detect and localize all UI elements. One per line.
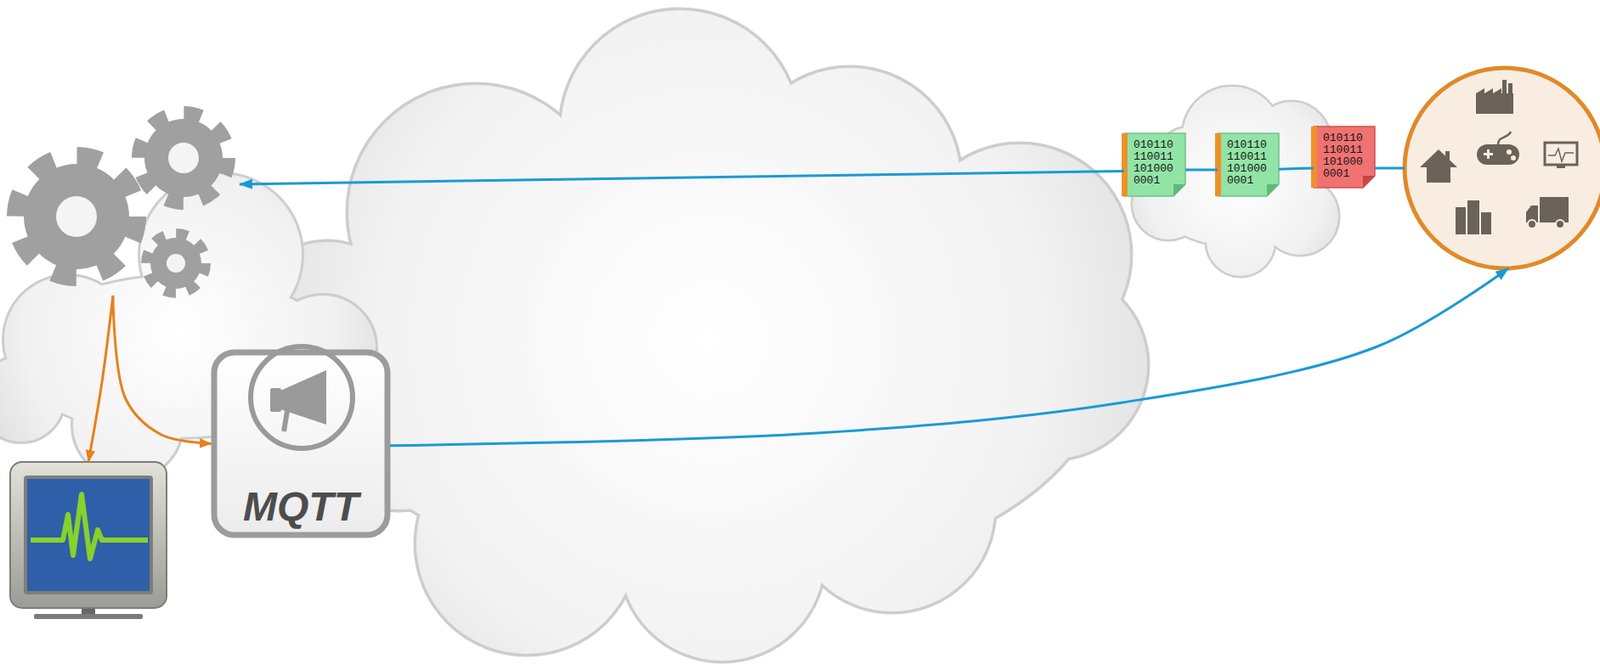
gear-hole	[168, 142, 199, 174]
cloud-part	[0, 356, 64, 442]
monitor-icon	[10, 462, 167, 620]
gear-teeth	[16, 157, 136, 277]
cloud-part	[960, 271, 1148, 459]
gear-teeth	[139, 113, 228, 203]
gamepad-button	[1510, 155, 1516, 161]
house-icon	[1419, 149, 1458, 183]
gear-hole	[56, 196, 97, 238]
broker-label: MQTT	[243, 486, 359, 528]
truck-icon	[1526, 197, 1569, 229]
building	[1481, 212, 1492, 235]
data-packet: 010110 110011 101000 0001	[1217, 133, 1279, 197]
packet-fold	[1173, 184, 1186, 197]
screen-icon	[1544, 142, 1578, 169]
megaphone-handle	[283, 411, 288, 432]
packet-fold	[1362, 175, 1375, 188]
gear-body	[144, 118, 223, 198]
packet-sheet	[1124, 133, 1186, 197]
city-icon	[1455, 200, 1492, 235]
data-flow-arrow	[390, 268, 1509, 447]
gear-body	[150, 237, 202, 289]
data-flow-arrow	[1374, 166, 1405, 170]
cloud-part	[140, 174, 302, 336]
gear-icon	[16, 113, 228, 293]
data-packet: 010110 110011 101000 0001	[1313, 126, 1375, 188]
building	[1455, 207, 1466, 235]
cloud-part	[960, 271, 1148, 459]
gamepad-button	[1506, 149, 1512, 155]
binary-text: 010110 110011 101000 0001	[1217, 133, 1273, 187]
truck-wheel	[1527, 220, 1537, 229]
house-roof	[1419, 149, 1458, 168]
packet-strip	[1215, 133, 1222, 197]
data-flow-arrow	[1278, 168, 1314, 170]
megaphone-back	[270, 388, 282, 413]
binary-text: 010110 110011 101000 0001	[1124, 133, 1180, 187]
factory-icon	[1475, 79, 1514, 114]
packet-strip	[1311, 126, 1318, 188]
screen-pulse	[1548, 148, 1574, 162]
monitor-screen	[27, 479, 150, 592]
gear-cluster	[5, 101, 240, 296]
cloud-part	[790, 407, 995, 612]
devices-circle	[1404, 67, 1600, 269]
monitor-base	[33, 614, 143, 620]
gear-teeth	[146, 234, 205, 293]
building	[1467, 200, 1480, 235]
house-body	[1426, 165, 1451, 183]
binary-text: 010110 110011 101000 0001	[1313, 126, 1369, 181]
truck-wheel	[1555, 220, 1565, 229]
house-chimney	[1445, 151, 1450, 162]
cloud-part	[1206, 208, 1275, 277]
packet-strip	[1121, 133, 1128, 197]
gear-hole	[166, 254, 186, 273]
mqtt-box	[214, 346, 388, 536]
gamepad-body	[1476, 144, 1520, 165]
pulse-line	[30, 494, 148, 560]
packet-sheet	[1217, 133, 1279, 197]
cloud-part	[1206, 208, 1275, 277]
packet-icon	[1311, 126, 1375, 188]
data-packet: 010110 110011 101000 0001	[1124, 133, 1186, 197]
screen-frame	[1544, 142, 1578, 165]
packet-fold	[1266, 184, 1279, 197]
packet-sheet	[1313, 126, 1375, 188]
truck-cargo	[1539, 197, 1569, 223]
gamepad-dpad	[1486, 149, 1490, 159]
gamepad-icon	[1476, 131, 1520, 165]
icon-ring	[250, 346, 353, 449]
gamepad-cable	[1498, 131, 1511, 145]
screen-stand	[1556, 164, 1566, 169]
data-flow-arrow	[239, 170, 1125, 185]
devices-circle	[1404, 67, 1600, 269]
packet-icon	[1121, 133, 1186, 197]
monitor-bezel	[23, 475, 153, 595]
output-arrow	[88, 295, 114, 463]
cloud-part	[140, 174, 302, 336]
box-outline	[214, 352, 388, 536]
cloud-part	[790, 407, 995, 612]
monitor-frame	[10, 462, 167, 609]
circle-outline	[1404, 67, 1600, 269]
gear-body	[23, 163, 130, 270]
output-arrow	[113, 295, 212, 445]
mqtt-broker: MQTT	[211, 350, 391, 538]
packet-icon	[1215, 133, 1279, 197]
factory-body	[1475, 88, 1514, 114]
data-flow-arrow	[1185, 168, 1218, 171]
monitor-screen	[10, 462, 167, 620]
cloud	[246, 10, 1148, 662]
cloud-fill	[246, 10, 1148, 662]
